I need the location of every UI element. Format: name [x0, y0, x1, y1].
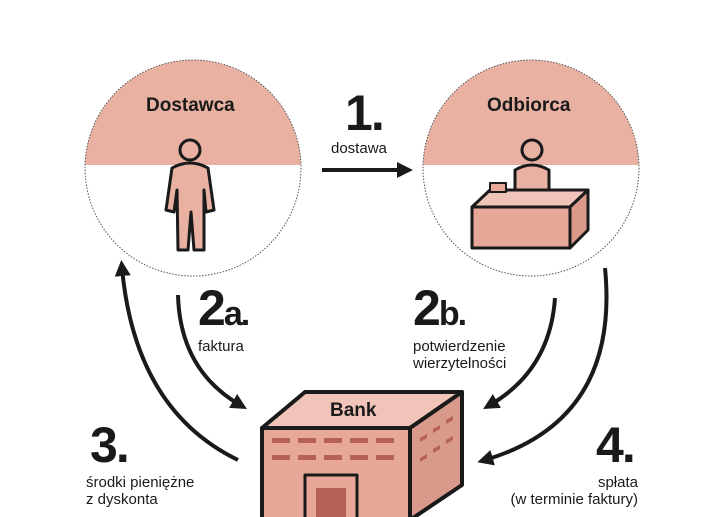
- arrow-invoice: [176, 294, 247, 410]
- label-line: potwierdzenie: [413, 338, 506, 355]
- label-line: (w terminie faktury): [510, 491, 638, 508]
- label-line: z dyskonta: [86, 491, 158, 508]
- person-icon: [164, 138, 216, 252]
- step-number: 1: [345, 85, 373, 141]
- step-3: 3.: [90, 417, 130, 473]
- step-number: 4: [596, 417, 624, 473]
- step-number: 2: [413, 280, 441, 336]
- step-number: 2: [198, 280, 226, 336]
- step-suffix: b.: [438, 295, 467, 333]
- bank-label: Bank: [330, 400, 377, 421]
- step-2a-label: faktura: [198, 338, 244, 355]
- step-1-label: dostawa: [331, 140, 387, 157]
- arrow-discount-funds: [114, 260, 239, 462]
- supplier-label: Dostawca: [146, 95, 235, 116]
- step-suffix: .: [370, 85, 385, 141]
- recipient-label: Odbiorca: [487, 95, 571, 116]
- step-3-label: środki pieniężne z dyskonta: [86, 474, 194, 508]
- step-2b-label: potwierdzenie wierzytelności: [413, 338, 506, 372]
- step-number: 3: [90, 417, 118, 473]
- step-suffix: .: [115, 417, 130, 473]
- bank-building-icon: [260, 390, 464, 517]
- step-1: 1.: [345, 85, 385, 141]
- arrow-confirmation: [483, 297, 557, 410]
- step-suffix: .: [621, 417, 636, 473]
- step-4: 4.: [596, 417, 636, 473]
- label-line: spłata: [597, 474, 638, 491]
- step-4-label: spłata (w terminie faktury): [510, 474, 638, 508]
- person-at-desk-icon: [470, 138, 590, 250]
- arrow-repayment: [477, 267, 609, 466]
- step-2a: 2a.: [198, 280, 250, 339]
- label-line: środki pieniężne: [86, 474, 195, 491]
- label-line: wierzytelności: [413, 355, 507, 372]
- telephone-icon: [489, 182, 507, 193]
- step-2b: 2b.: [413, 280, 467, 339]
- step-suffix: a.: [223, 295, 250, 333]
